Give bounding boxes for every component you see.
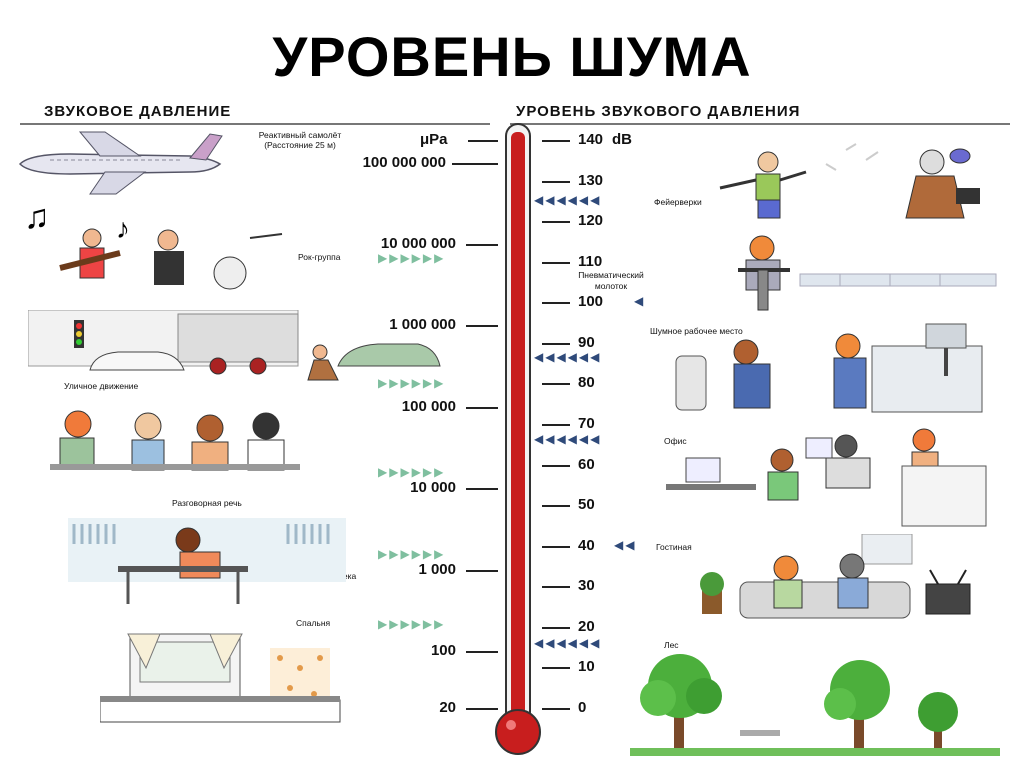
- right-tick: [542, 586, 570, 588]
- hammer-arrow-marker: ◀: [634, 294, 646, 308]
- speech-arrow-marker: ▶▶▶▶▶▶: [378, 465, 446, 479]
- right-tick: [542, 140, 570, 142]
- right-scale-label: 60: [578, 456, 595, 473]
- svg-text:♪: ♪: [116, 213, 130, 244]
- bedroom-caption: Спальня: [296, 618, 331, 628]
- right-tick: [542, 505, 570, 507]
- left-scale-label: 100: [430, 642, 456, 659]
- traffic-arrow-marker: ▶▶▶▶▶▶: [378, 376, 446, 390]
- right-scale-label: 110: [578, 253, 603, 270]
- forest-caption: Лес: [664, 640, 679, 650]
- left-scale-label: 1 000 000: [389, 316, 456, 333]
- right-scale-label: 140: [578, 131, 604, 148]
- right-tick: [542, 302, 570, 304]
- right-tick: [542, 627, 570, 629]
- jet-plane-illustration: [18, 131, 223, 195]
- living-room-arrow-marker: ◀◀: [614, 538, 637, 552]
- right-tick: [542, 383, 570, 385]
- living-room-illustration: [700, 534, 971, 619]
- left-scale-label: 1 000: [418, 561, 456, 578]
- sound-pressure-level-header: УРОВЕНЬ ЗВУКОВОГО ДАВЛЕНИЯ: [516, 103, 801, 120]
- library-illustration: [68, 518, 346, 604]
- right-tick: [542, 181, 570, 183]
- rock-band-illustration: ♫ ♪: [24, 198, 283, 290]
- right-scale-label: 90: [578, 334, 595, 351]
- sound-pressure-header: ЗВУКОВОЕ ДАВЛЕНИЕ: [44, 103, 232, 120]
- left-scale-label: 100 000 000: [362, 154, 446, 171]
- noisy-workplace-illustration: [675, 323, 983, 413]
- left-header-line: [20, 123, 490, 125]
- left-scale-label: 100 000: [401, 398, 456, 415]
- right-scale-label: 30: [578, 577, 595, 594]
- conversation-illustration: [50, 410, 300, 471]
- rock-arrow-marker: ▶▶▶▶▶▶: [378, 251, 446, 265]
- street-traffic-illustration: [28, 310, 441, 381]
- workplace-arrow-marker: ◀◀◀◀◀◀: [534, 350, 602, 364]
- hammer-caption-line2: молоток: [594, 281, 628, 291]
- right-scale-label: 0: [578, 699, 587, 716]
- right-header-line: [510, 123, 1010, 125]
- office-arrow-marker: ◀◀◀◀◀◀: [534, 432, 602, 446]
- speech-caption: Разговорная речь: [172, 498, 242, 508]
- jet-caption: Реактивный самолёт: [258, 130, 342, 140]
- right-scale-label: 70: [578, 415, 595, 432]
- right-scale-label: 40: [578, 537, 595, 554]
- left-tick: [466, 244, 498, 246]
- left-tick: [466, 488, 498, 490]
- svg-text:♫: ♫: [24, 198, 50, 236]
- fireworks-illustration: [719, 143, 980, 219]
- right-tick: [542, 343, 570, 345]
- left-tick: [466, 407, 498, 409]
- right-scale-label: 10: [578, 658, 595, 675]
- right-scale-label: 100: [578, 293, 604, 310]
- bedroom-illustration: [100, 633, 341, 723]
- fireworks-caption: Фейерверки: [654, 197, 702, 207]
- left-tick-unit: [468, 140, 498, 142]
- fireworks-arrow-marker: ◀◀◀◀◀◀: [534, 193, 602, 207]
- living-room-caption: Гостиная: [656, 542, 692, 552]
- left-tick: [466, 651, 498, 653]
- forest-arrow-marker: ◀◀◀◀◀◀: [534, 636, 602, 650]
- right-scale-label: 20: [578, 618, 595, 635]
- workplace-caption: Шумное рабочее место: [650, 326, 743, 336]
- left-tick: [466, 325, 498, 327]
- thermometer: [495, 123, 541, 755]
- left-scale-label: 20: [439, 699, 456, 716]
- bedroom-arrow-marker: ▶▶▶▶▶▶: [378, 617, 446, 631]
- jet-caption-distance: (Расстояние 25 м): [264, 140, 336, 150]
- left-scale-label: 10 000: [410, 479, 456, 496]
- right-scale-label: 50: [578, 496, 595, 513]
- office-illustration: [666, 428, 987, 527]
- right-scale-label: 120: [578, 212, 604, 229]
- page-title: УРОВЕНЬ ШУМА: [272, 25, 752, 88]
- left-tick: [452, 163, 498, 165]
- forest-illustration: [630, 654, 1000, 756]
- right-tick: [542, 262, 570, 264]
- hammer-caption: Пневматический: [578, 270, 644, 280]
- right-scale-label: 130: [578, 172, 604, 189]
- right-tick: [542, 667, 570, 669]
- left-unit-label: μPa: [420, 131, 448, 148]
- right-tick: [542, 546, 570, 548]
- left-tick: [466, 708, 498, 710]
- right-tick: [542, 221, 570, 223]
- right-tick: [542, 708, 570, 710]
- left-scale-label: 10 000 000: [380, 235, 456, 252]
- right-tick: [542, 424, 570, 426]
- library-arrow-marker: ▶▶▶▶▶▶: [378, 547, 446, 561]
- right-scale-label: 80: [578, 374, 595, 391]
- traffic-caption: Уличное движение: [64, 381, 139, 391]
- right-tick: [542, 465, 570, 467]
- jackhammer-illustration: [738, 235, 997, 311]
- right-unit-label: dB: [612, 131, 632, 148]
- left-tick: [466, 570, 498, 572]
- office-caption: Офис: [664, 436, 687, 446]
- rock-caption: Рок-группа: [298, 252, 341, 262]
